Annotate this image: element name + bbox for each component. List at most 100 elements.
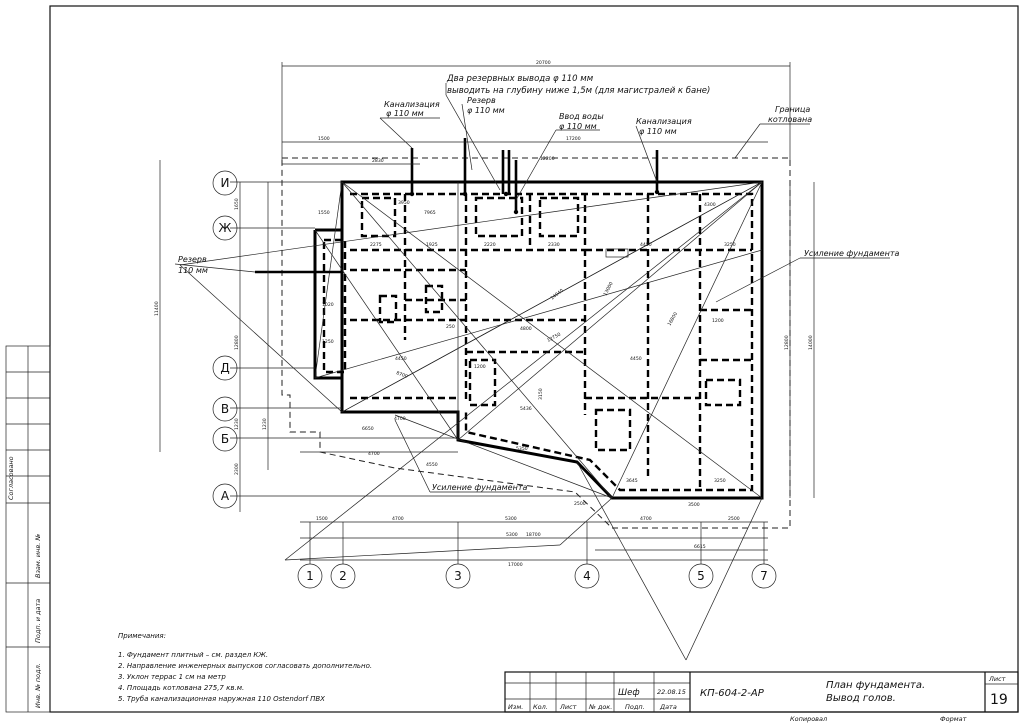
axis-col-3: 3	[445, 563, 471, 589]
svg-text:20700: 20700	[536, 60, 551, 66]
pit-boundary-label-1: Граница	[775, 105, 810, 114]
pit-boundary-outline	[281, 157, 791, 529]
sewer-label-2-d: φ 110 мм	[639, 127, 677, 136]
svg-text:1500: 1500	[318, 136, 330, 142]
inv-podl-label: Инв. № подл.	[34, 663, 42, 708]
notes-title: Примечания:	[118, 632, 166, 640]
svg-text:1230: 1230	[234, 418, 240, 430]
copied-label: Копировал	[790, 715, 827, 723]
reserve-left-label: Резерв	[178, 255, 207, 264]
svg-text:4450: 4450	[395, 356, 407, 362]
svg-text:3950: 3950	[398, 200, 410, 206]
svg-text:3500: 3500	[688, 502, 700, 508]
svg-text:1500: 1500	[316, 516, 328, 522]
svg-text:8700: 8700	[395, 370, 408, 380]
svg-text:2300: 2300	[234, 463, 240, 475]
axis-row-Д: Д	[212, 355, 238, 381]
water-label: Ввод воды	[559, 112, 604, 121]
svg-text:3150: 3150	[538, 388, 544, 400]
sewer-label-1-d: φ 110 мм	[386, 109, 424, 118]
signature: Шеф	[618, 688, 640, 698]
water-d: φ 110 мм	[559, 122, 597, 131]
svg-text:5300: 5300	[505, 516, 517, 522]
svg-text:6650: 6650	[362, 426, 374, 432]
reserve-top-label: Резерв	[467, 96, 496, 105]
svg-text:А: А	[221, 489, 230, 503]
svg-text:16800: 16800	[667, 311, 680, 327]
svg-text:4700: 4700	[640, 516, 652, 522]
svg-text:6615: 6615	[694, 544, 706, 550]
svg-text:Ж: Ж	[219, 221, 232, 235]
reinforce-bottom-label: Усиление фундамента	[432, 483, 527, 492]
axis-row-Б: Б	[212, 426, 238, 452]
svg-text:1925: 1925	[426, 242, 438, 248]
axis-row-А: А	[212, 483, 238, 509]
svg-text:4700: 4700	[394, 416, 406, 422]
sewer-label-1: Канализация	[384, 100, 440, 109]
note-5: 5. Труба канализационная наружная 110 Os…	[118, 695, 325, 703]
project-code: КП-604-2-АР	[700, 688, 765, 699]
svg-text:17000: 17000	[508, 562, 523, 568]
svg-text:2830: 2830	[372, 158, 384, 164]
svg-text:250: 250	[446, 324, 455, 330]
title-block: Шеф 22.08.15 КП-604-2-АР План фундамента…	[504, 671, 1019, 723]
svg-text:4550: 4550	[426, 462, 438, 468]
sheet-title-1: План фундамента.	[826, 680, 925, 691]
svg-text:7965: 7965	[424, 210, 436, 216]
svg-text:2275: 2275	[370, 242, 382, 248]
svg-text:1: 1	[306, 569, 314, 583]
svg-text:Д: Д	[220, 361, 229, 375]
stamp-date: 22.08.15	[657, 688, 686, 696]
svg-text:5436: 5436	[520, 406, 532, 412]
sheet-frame	[49, 5, 1019, 713]
side-stamp: Согласовано Взам. инв. № Подп. и дата Ин…	[5, 345, 51, 713]
svg-text:1020: 1020	[322, 302, 334, 308]
svg-text:3645: 3645	[626, 478, 638, 484]
axis-col-4: 4	[574, 563, 600, 589]
axis-row-Ж: Ж	[212, 215, 238, 241]
diagonal-lines	[179, 181, 763, 661]
sewer-label-2: Канализация	[636, 117, 692, 126]
reserve-left-d: 110 мм	[178, 266, 208, 275]
svg-text:Б: Б	[221, 432, 229, 446]
svg-text:1200: 1200	[474, 364, 486, 370]
plan-marker	[605, 248, 629, 258]
sheet-number: 19	[990, 692, 1008, 708]
axis-col-7: 7	[751, 563, 777, 589]
note-3: 3. Уклон террас 1 см на метр	[118, 673, 226, 681]
note-4: 4. Площадь котлована 275,7 кв.м.	[118, 684, 244, 692]
svg-text:18700: 18700	[526, 532, 541, 538]
svg-text:4800: 4800	[520, 326, 532, 332]
svg-text:5300: 5300	[506, 532, 518, 538]
svg-text:3250: 3250	[714, 478, 726, 484]
svg-text:Изм.: Изм.	[508, 703, 523, 711]
svg-text:17200: 17200	[566, 136, 581, 142]
annotations: Два резервных вывода φ 110 мм выводить н…	[178, 74, 899, 492]
axis-row-И: И	[212, 170, 238, 196]
note-2: 2. Направление инженерных выпусков согла…	[118, 662, 372, 670]
svg-text:14040: 14040	[550, 288, 565, 302]
svg-text:2500: 2500	[728, 516, 740, 522]
axis-col-5: 5	[688, 563, 714, 589]
notes-block: Примечания: 1. Фундамент плитный – см. р…	[118, 632, 372, 703]
svg-text:12800: 12800	[234, 335, 240, 350]
svg-text:14000: 14000	[808, 335, 814, 350]
svg-text:1650: 1650	[234, 198, 240, 210]
svg-text:И: И	[221, 176, 230, 190]
svg-text:2330: 2330	[548, 242, 560, 248]
svg-text:2: 2	[339, 569, 347, 583]
svg-text:5350: 5350	[516, 446, 528, 452]
podp-data-label: Подп. и дата	[34, 599, 42, 643]
sheet-title-2: Вывод голов.	[826, 693, 896, 704]
svg-text:5: 5	[697, 569, 705, 583]
axis-row-В: В	[212, 396, 238, 422]
dimension-lines	[159, 62, 815, 561]
svg-text:2220: 2220	[484, 242, 496, 248]
depth-note-label: выводить на глубину ниже 1,5м (для магис…	[447, 86, 710, 96]
svg-text:11400: 11400	[154, 301, 160, 316]
svg-text:2500: 2500	[574, 501, 586, 507]
axis-col-2: 2	[330, 563, 356, 589]
svg-text:7: 7	[760, 569, 768, 583]
svg-text:4450: 4450	[640, 242, 652, 248]
